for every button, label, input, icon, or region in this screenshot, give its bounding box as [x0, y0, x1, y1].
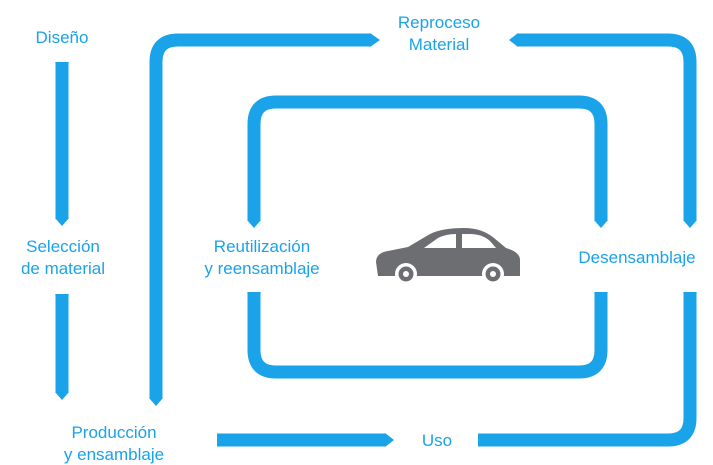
label-disassembly-text: Desensamblaje: [578, 248, 696, 267]
label-disassembly: Desensamblaje: [570, 247, 704, 269]
label-reprocess-line1: Reproceso: [397, 13, 481, 32]
arrow-reuse-to-use: [247, 292, 608, 379]
label-reuse-reassembly: Reutilización y reensamblaje: [186, 236, 338, 280]
label-reuse-line1: Reutilización: [213, 237, 311, 256]
car-window-rear: [462, 234, 496, 248]
label-use: Uso: [412, 430, 462, 452]
label-design-text: Diseño: [35, 28, 89, 47]
label-production-line1: Producción: [71, 423, 157, 442]
label-reprocess-line2: Material: [408, 35, 470, 54]
label-reuse-line2: y reensamblaje: [204, 259, 320, 278]
label-production-assembly: Producción y ensamblaje: [52, 422, 176, 465]
arrow-disassembly-to-reuse: [247, 95, 608, 220]
car-window-front: [424, 234, 456, 248]
arrow-reprocess-to-production: [149, 33, 370, 398]
label-production-line2: y ensamblaje: [63, 445, 165, 464]
label-design: Diseño: [22, 27, 102, 49]
car-icon: [376, 228, 520, 285]
label-use-text: Uso: [421, 431, 453, 450]
arrow-use-to-disassembly: [478, 292, 697, 447]
label-material-selection-line1: Selección: [26, 237, 100, 256]
label-material-reprocess: Reproceso Material: [389, 12, 489, 56]
arrow-disassembly-to-reprocess: [518, 33, 697, 220]
label-material-selection-line2: de material: [20, 259, 106, 278]
label-material-selection: Selección de material: [8, 236, 118, 280]
